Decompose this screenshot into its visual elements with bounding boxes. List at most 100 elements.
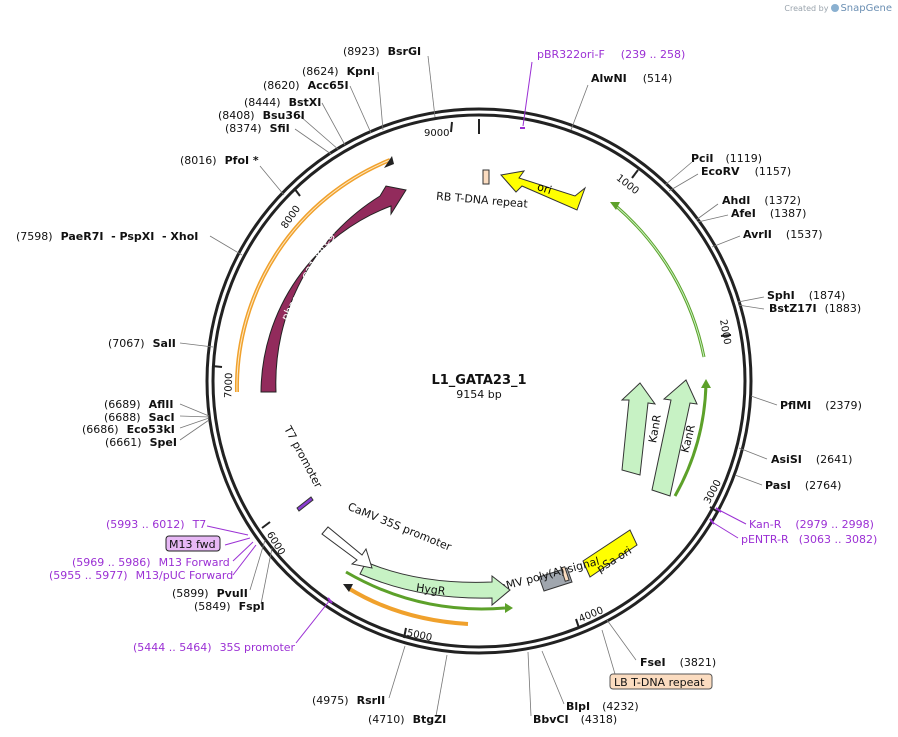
enzyme-BtgZI: (4710)BtgZI — [368, 713, 446, 726]
tick-5000 — [403, 627, 407, 639]
enzyme-FseI: FseI(3821) — [640, 656, 716, 669]
enzyme-FspI: (5849)FspI — [194, 600, 265, 613]
primer-line-T7 — [206, 525, 249, 536]
enzyme-SalI: (7067)SalI — [108, 337, 176, 350]
primer-annotations: pBR322ori-F(239 .. 258) Kan-R(2979 .. 29… — [49, 48, 877, 654]
primer-line-pBR322ori-F — [522, 61, 533, 127]
tick-label-2000: 2000 — [717, 319, 732, 346]
primer-T7: (5993 .. 6012)T7 — [106, 518, 206, 531]
orf-arc-left-highlight — [236, 159, 391, 393]
primer-mark-Kan-R — [715, 507, 722, 513]
enzyme-labels: AlwNI(514) PciI(1119) EcoRV(1157) AhdI(1… — [16, 45, 862, 726]
enzyme-KpnI: (8624)KpnI — [302, 65, 375, 78]
tick-1000 — [631, 169, 639, 179]
enzyme-Acc65I: (8620)Acc65I — [263, 79, 349, 92]
primer-line-35S — [295, 599, 331, 644]
m13-fwd-label: M13 fwd — [169, 538, 216, 551]
tick-2000 — [720, 334, 732, 337]
orf-arc-right — [615, 204, 706, 358]
enzyme-Bsu36I: (8408)Bsu36I — [218, 109, 305, 122]
enzyme-BlpI: BlpI(4232) — [566, 700, 639, 713]
lb-tdna-label: LB T-DNA repeat — [614, 676, 705, 689]
tick-3000 — [709, 506, 719, 513]
enzyme-PflMI: PflMI(2379) — [780, 399, 862, 412]
m13-fwd-box — [165, 535, 221, 552]
feature-35s-label: CaMV 35S promoter — [346, 500, 454, 554]
orf-arc-bottom — [346, 586, 469, 626]
orf-arc-hygr — [345, 570, 506, 611]
primer-line-Kan-R — [718, 509, 747, 525]
tick-8000 — [293, 187, 301, 197]
feature-ori-label: ori — [536, 180, 554, 197]
feature-ori — [500, 170, 587, 211]
primer-M13-Forward: (5969 .. 5986)M13 Forward — [72, 556, 230, 569]
tick-label-1000: 1000 — [614, 173, 641, 197]
feature-hygr-label: HygR — [415, 581, 446, 598]
enzyme-BstXI: (8444)BstXI — [244, 96, 321, 109]
orf-arc-left-head — [384, 156, 394, 168]
primer-pBR322ori-F: pBR322ori-F(239 .. 258) — [537, 48, 685, 61]
feature-kanr-2 — [651, 379, 698, 497]
enzyme-PfoI: (8016)PfoI * — [180, 154, 259, 167]
lb-tdna-box — [609, 673, 713, 690]
tick-label-7000: 7000 — [223, 372, 235, 398]
enzyme-SacI: (6688)SacI — [104, 411, 175, 424]
plasmid-name: L1_GATA23_1 — [431, 373, 526, 388]
feature-polya-cap — [560, 566, 570, 582]
orf-arc-kanr-head — [701, 379, 711, 388]
feature-hygr — [359, 561, 511, 607]
watermark-brand: SnapGene — [840, 3, 892, 14]
primer-line-M13fwd — [232, 541, 254, 562]
primer-line-M13fwd-box — [224, 537, 251, 546]
tick-4000 — [575, 618, 580, 629]
feature-psa-ori — [582, 529, 638, 578]
features: ori RB T-DNA repeat phage φC31 integrase… — [234, 156, 713, 690]
primer-M13-pUC-Forward: (5955 .. 5977)M13/pUC Forward — [49, 569, 233, 582]
snapgene-watermark: Created by SnapGene — [784, 3, 892, 14]
enzyme-AlwNI: AlwNI(514) — [591, 72, 672, 85]
feature-integrase — [260, 185, 407, 393]
tick-label-8000: 8000 — [279, 204, 303, 231]
feature-kanr-1-label: KanR — [646, 413, 664, 444]
tick-6000 — [261, 521, 271, 529]
orf-arc-hygr-head — [505, 603, 513, 613]
enzyme-AfeI: AfeI(1387) — [731, 207, 806, 220]
enzyme-PasI: PasI(2764) — [765, 479, 841, 492]
enzyme-leader-lines — [179, 55, 778, 717]
backbone-outer-ring — [205, 107, 753, 655]
primer-mark-pENTR-R — [709, 518, 715, 525]
enzyme-Eco53kI: (6686)Eco53kI — [82, 423, 175, 436]
enzyme-AvrII: AvrII(1537) — [743, 228, 823, 241]
primer-35S-promoter: (5444 .. 5464)35S promoter — [133, 641, 296, 654]
tick-label-5000: 5000 — [406, 628, 433, 644]
feature-kanr-1 — [620, 382, 657, 476]
orf-arc-bottom-head — [343, 584, 353, 592]
enzyme-AflII: (6689)AflII — [104, 398, 173, 411]
tick-7000 — [211, 365, 223, 368]
feature-rb-tdna — [482, 169, 490, 185]
enzyme-SphI: SphI(1874) — [767, 289, 845, 302]
tick-9000 — [450, 121, 453, 133]
feature-rb-label: RB T-DNA repeat — [436, 190, 529, 211]
primer-line-pENTR-R — [711, 521, 739, 539]
enzyme-BstZ17I: BstZ17I(1883) — [769, 302, 861, 315]
primer-pENTR-R: pENTR-R(3063 .. 3082) — [741, 533, 877, 546]
feature-t7-promoter — [296, 496, 314, 512]
plasmid-size: 9154 bp — [456, 388, 501, 401]
tick-label-9000: 9000 — [424, 128, 449, 139]
primer-line-M13pUC — [232, 544, 257, 576]
orf-arc-right-highlight — [615, 205, 705, 358]
watermark-prefix: Created by — [784, 4, 829, 13]
enzyme-XhoI-group: (7598)PaeR7I - PspXI - XhoI — [16, 230, 198, 243]
enzyme-RsrII: (4975)RsrII — [312, 694, 385, 707]
enzyme-BsrGI: (8923)BsrGI — [343, 45, 421, 58]
backbone-inner-ring — [211, 113, 747, 649]
snapgene-logo-icon — [831, 4, 840, 12]
enzyme-SfiI: (8374)SfiI — [225, 122, 290, 135]
orf-arc-right-head — [610, 202, 620, 210]
enzyme-BbvCI: BbvCI(4318) — [533, 713, 617, 726]
lb-leader — [601, 629, 616, 675]
primer-mark-35S — [327, 597, 333, 604]
enzyme-AsiSI: AsiSI(2641) — [771, 453, 852, 466]
